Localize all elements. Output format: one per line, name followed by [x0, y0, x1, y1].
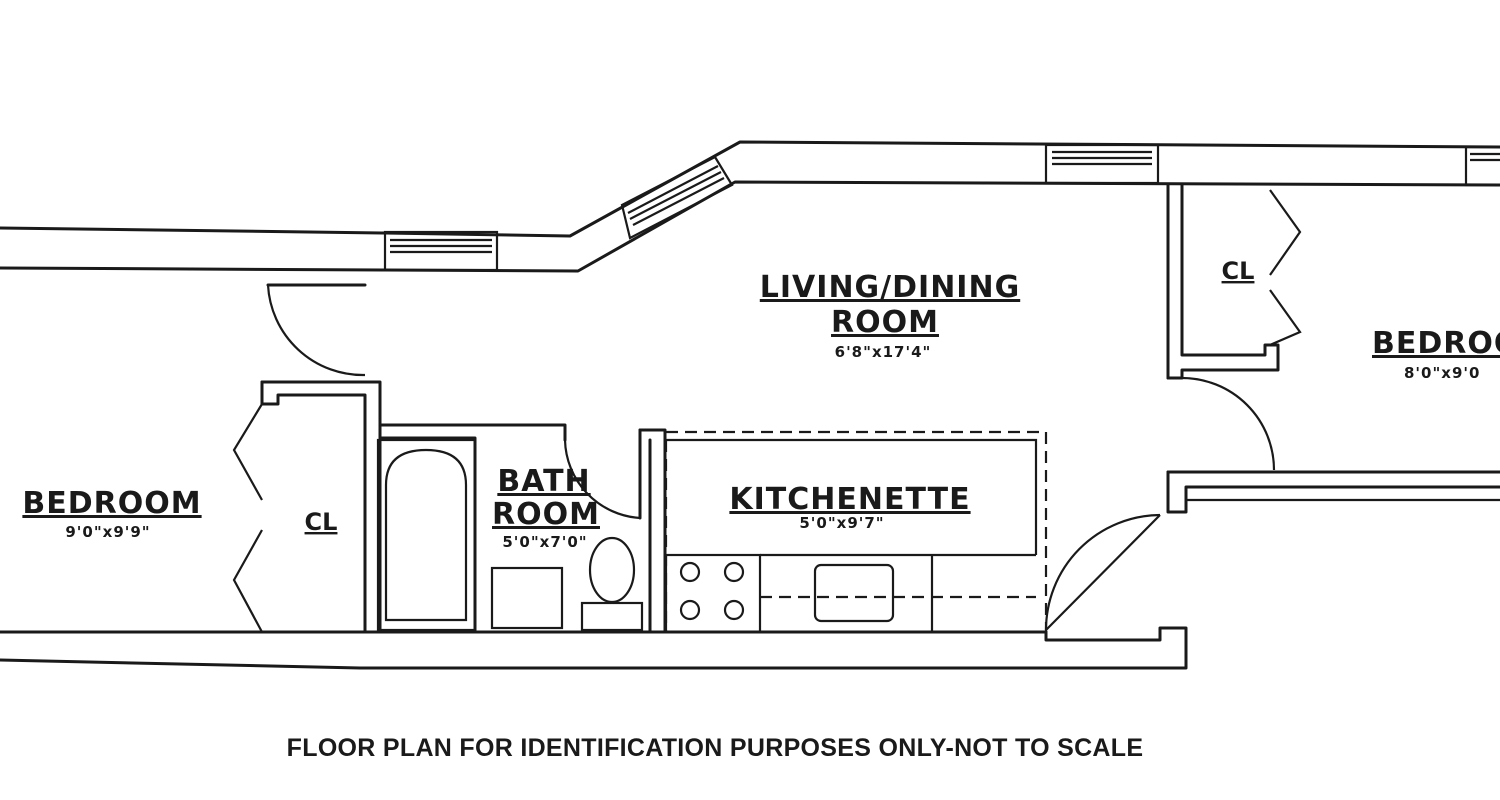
kitchenette-area: [664, 430, 1048, 634]
bedroom-right-dimensions: 8'0"x9'0: [1404, 364, 1480, 382]
closet-right: [1166, 183, 1302, 380]
closet-right-label: CL: [1222, 257, 1255, 285]
window-angled: [620, 155, 734, 240]
bath-dimensions: 5'0"x7'0": [502, 533, 587, 551]
bedroom-left-label: BEDROOM: [22, 486, 201, 521]
living-room-label-line2: ROOM: [831, 305, 939, 340]
closet-left-label: CL: [305, 508, 338, 536]
kitchenette-dimensions: 5'0"x9'7": [799, 514, 884, 532]
bedroom-left-door: [266, 283, 367, 377]
closet-left: [232, 380, 382, 634]
bath-label-line2: ROOM: [492, 497, 600, 532]
bedroom-right-label: BEDROO: [1372, 326, 1500, 361]
bedroom-right-door: [1166, 376, 1500, 514]
window-right: [1464, 145, 1500, 187]
disclaimer-footer: FLOOR PLAN FOR IDENTIFICATION PURPOSES O…: [286, 734, 1144, 762]
bedroom-left-dimensions: 9'0"x9'9": [65, 523, 150, 541]
entry-door: [1044, 513, 1161, 631]
exterior-bottom-wall: [0, 626, 1188, 670]
bath-label-line1: BATH: [497, 464, 590, 499]
living-room-label-line1: LIVING/DINING: [760, 270, 1020, 305]
window-center: [1044, 143, 1160, 185]
kitchen-sink: [813, 563, 895, 623]
living-room-dimensions: 6'8"x17'4": [835, 343, 932, 361]
toilet: [580, 536, 644, 632]
bath-sink: [490, 566, 564, 630]
stove-burners: [679, 561, 745, 621]
bathtub: [376, 438, 477, 632]
kitchenette-label: KITCHENETTE: [729, 482, 970, 517]
exterior-top-wall: [0, 140, 1500, 273]
window-left: [383, 230, 499, 272]
